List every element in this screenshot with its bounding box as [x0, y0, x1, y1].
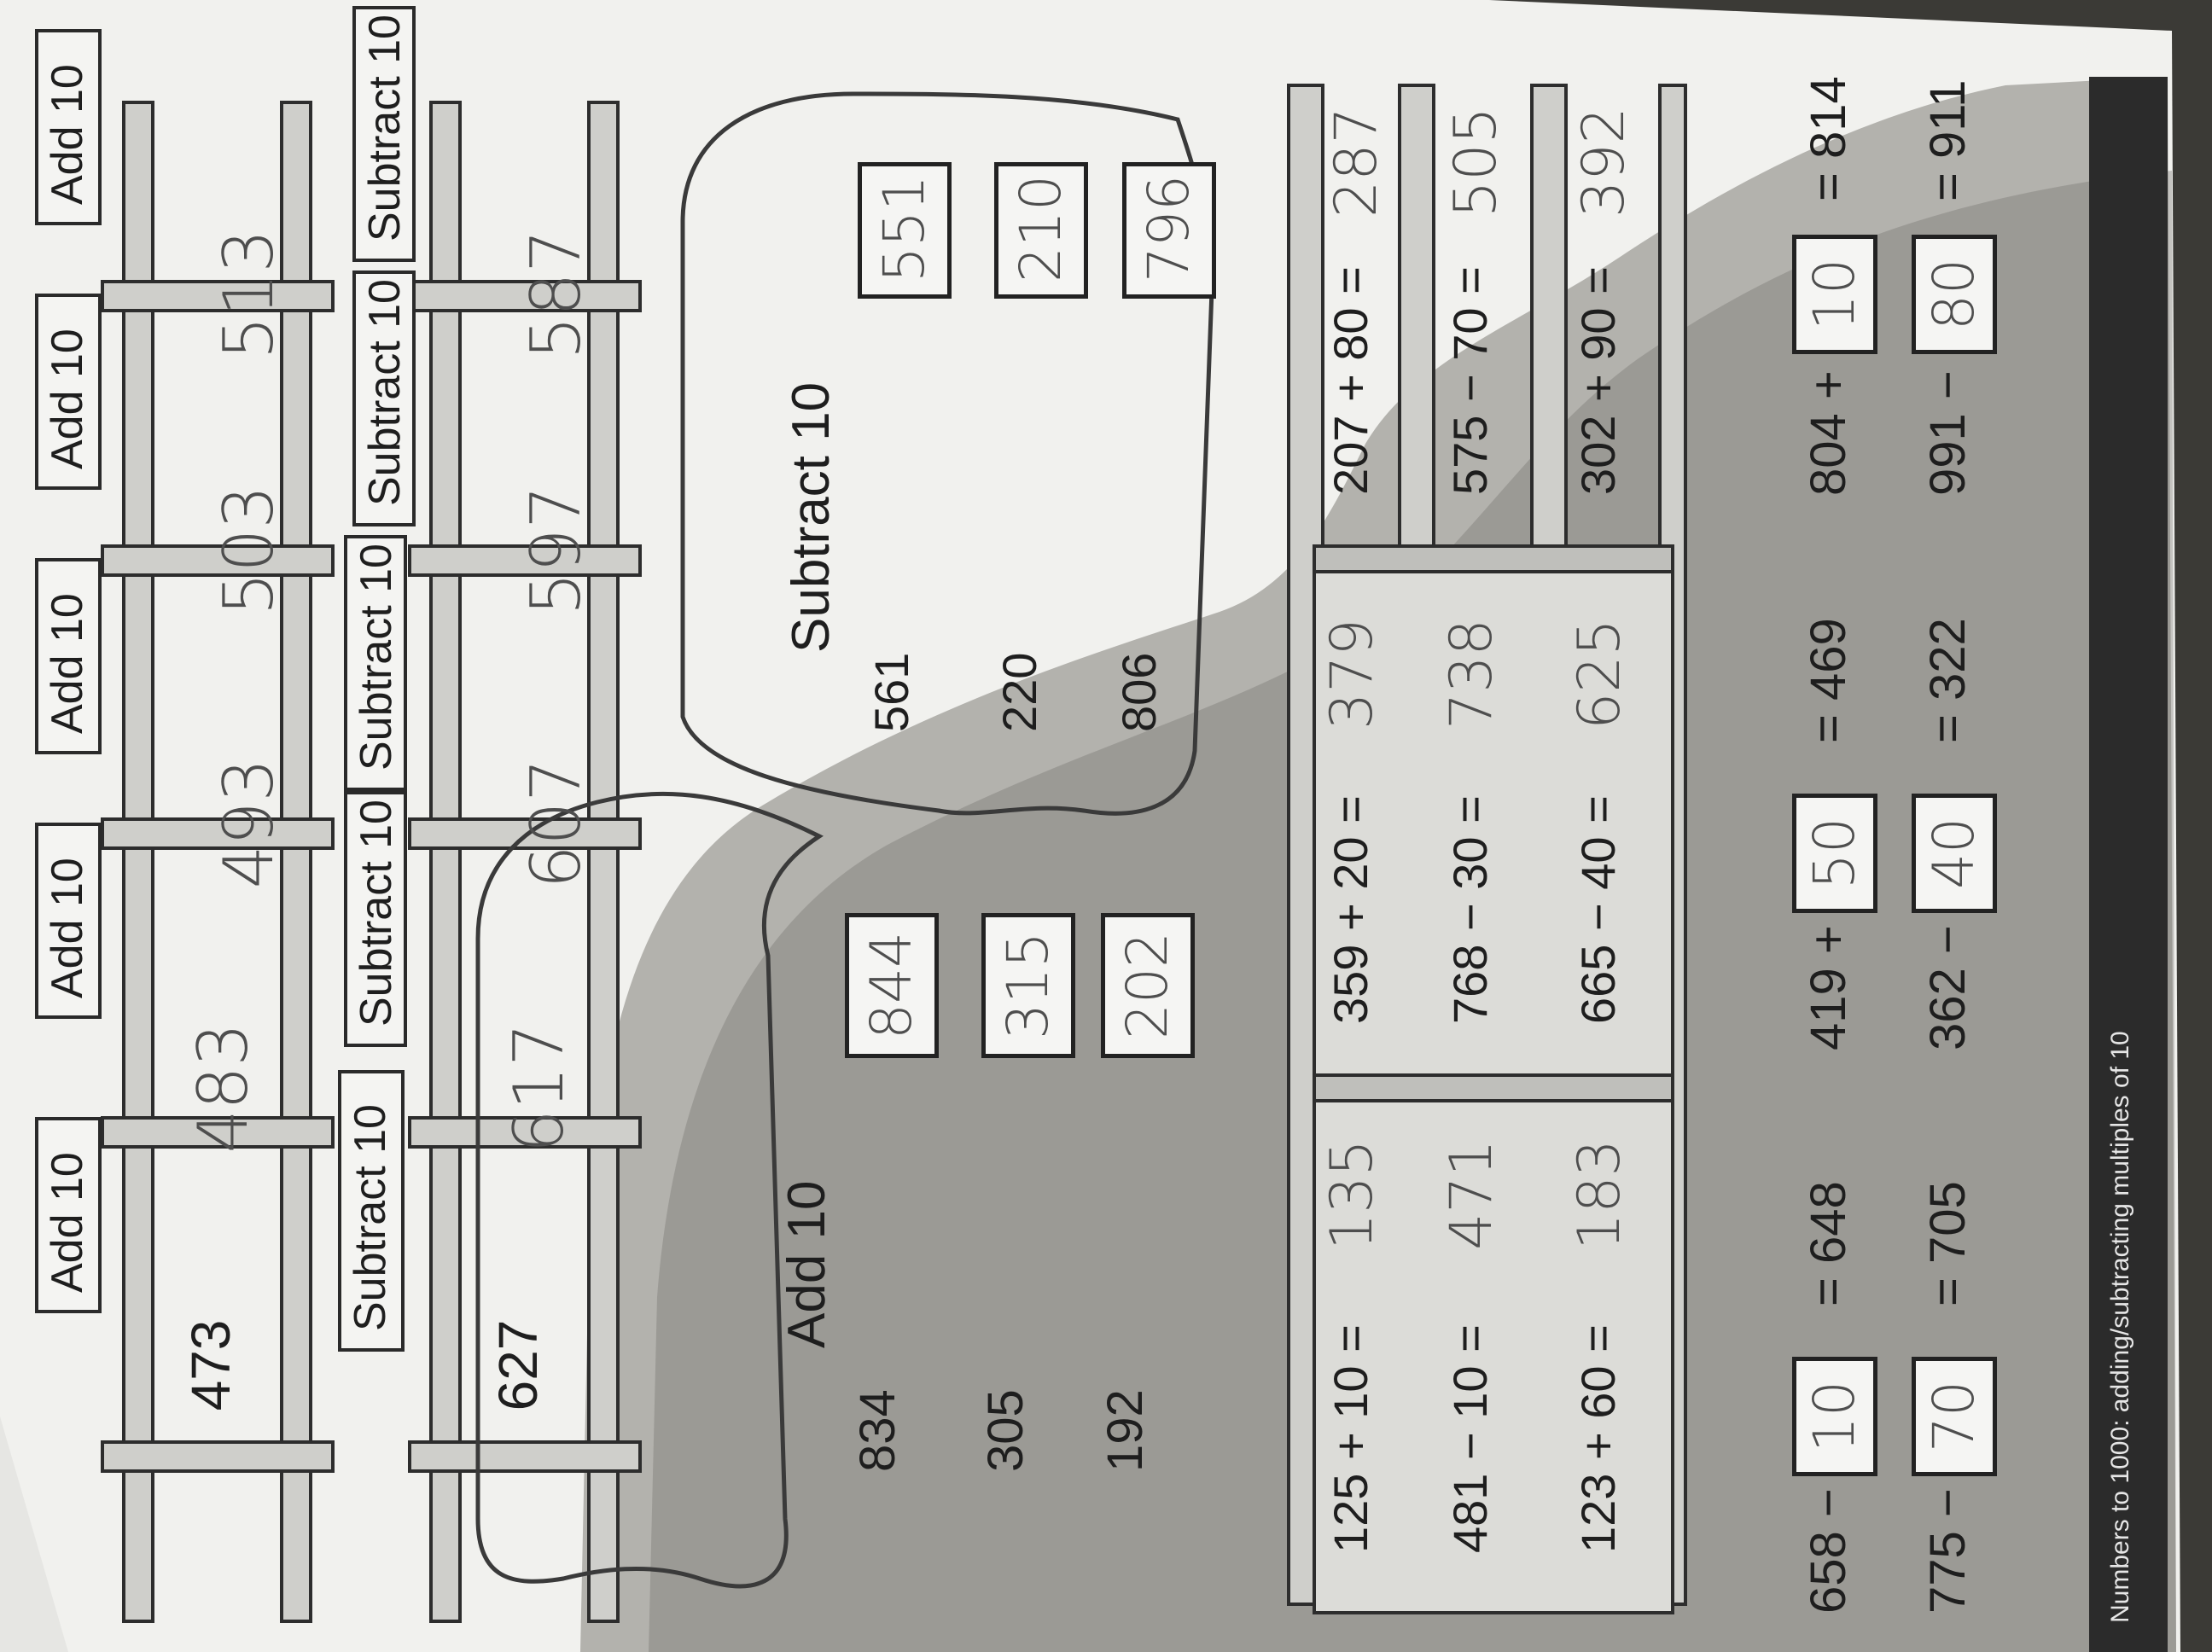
subtract-ladder-value-3: 607: [516, 758, 596, 889]
missing-4-answer[interactable]: 70: [1912, 1357, 1997, 1476]
add-ladder-value-1: 473: [180, 1319, 242, 1411]
add-ladder: [101, 101, 335, 1623]
equation-2-answer[interactable]: 379: [1318, 619, 1386, 730]
missing-1-answer[interactable]: 10: [1792, 1357, 1877, 1476]
subtract-panel-input-3: 806: [1112, 652, 1166, 732]
add-panel-output-1[interactable]: 844: [845, 913, 939, 1058]
add-ladder-value-3: 493: [209, 758, 288, 889]
equation-7-answer[interactable]: 183: [1566, 1139, 1633, 1250]
missing-6-result: = 911: [1920, 79, 1976, 201]
footer-bar: [2089, 77, 2168, 1652]
equation-3-answer[interactable]: 287: [1323, 107, 1390, 218]
equation-8-answer[interactable]: 625: [1566, 619, 1633, 730]
equation-2-question: 359 + 20 =: [1324, 795, 1377, 1024]
add-panel-output-3[interactable]: 202: [1101, 913, 1195, 1058]
missing-2-prefix: 419 +: [1801, 925, 1856, 1050]
subtract-ladder-value-2: 617: [499, 1022, 579, 1154]
add-panel-outline: [475, 791, 824, 1589]
add-ladder-label-2: Add 10: [35, 823, 102, 1019]
add-ladder-label-1: Add 10: [35, 1117, 102, 1313]
subtract-panel-input-2: 220: [992, 652, 1046, 732]
equation-6-question: 575 − 70 =: [1443, 266, 1497, 495]
equation-4-answer[interactable]: 471: [1438, 1139, 1505, 1250]
add-panel-input-1: 834: [850, 1389, 905, 1472]
subtract-ladder-label-1: Subtract 10: [338, 1070, 405, 1352]
missing-4-prefix: 775 −: [1920, 1488, 1976, 1614]
add-ladder-value-5: 513: [209, 229, 288, 360]
equation-1-answer[interactable]: 135: [1318, 1139, 1386, 1250]
equation-9-question: 302 + 90 =: [1571, 266, 1625, 495]
subtract-ladder: [408, 101, 642, 1623]
equation-3-question: 207 + 80 =: [1324, 266, 1377, 495]
subtract-ladder-label-3: Subtract 10: [344, 535, 407, 791]
subtract-ladder-label-5: Subtract 10: [352, 6, 416, 262]
add-ladder-label-4: Add 10: [35, 294, 102, 490]
equation-fence: [1287, 84, 1687, 1614]
missing-4-result: = 705: [1920, 1181, 1976, 1306]
add-panel-input-2: 305: [978, 1389, 1033, 1472]
missing-6-prefix: 991 −: [1920, 370, 1976, 496]
subtract-panel-output-2[interactable]: 210: [994, 162, 1088, 299]
subtract-ladder-label-4: Subtract 10: [352, 270, 416, 526]
add-ladder-label-5: Add 10: [35, 29, 102, 225]
missing-3-prefix: 804 +: [1801, 370, 1856, 496]
subtract-ladder-value-5: 587: [516, 229, 596, 360]
subtract-panel-output-1[interactable]: 551: [858, 162, 952, 299]
footer-text: Numbers to 1000: adding/subtracting mult…: [2106, 1031, 2134, 1623]
add-panel-title: Add 10: [777, 1180, 836, 1348]
subtract-panel-title: Subtract 10: [782, 381, 841, 653]
equation-9-answer[interactable]: 392: [1570, 107, 1638, 218]
missing-5-answer[interactable]: 40: [1912, 794, 1997, 913]
missing-5-result: = 322: [1920, 618, 1976, 743]
equation-1-question: 125 + 10 =: [1324, 1324, 1377, 1553]
add-panel-input-3: 192: [1097, 1389, 1153, 1472]
equation-8-question: 665 − 40 =: [1571, 795, 1625, 1024]
missing-1-result: = 648: [1801, 1181, 1856, 1306]
add-ladder-value-2: 483: [183, 1022, 263, 1154]
subtract-ladder-value-1: 627: [487, 1319, 549, 1411]
missing-1-prefix: 658 −: [1801, 1488, 1856, 1614]
equation-5-question: 768 − 30 =: [1443, 795, 1497, 1024]
add-ladder-value-4: 503: [209, 485, 288, 616]
equation-7-question: 123 + 60 =: [1571, 1324, 1625, 1553]
equation-6-answer[interactable]: 505: [1442, 107, 1510, 218]
add-ladder-label-3: Add 10: [35, 558, 102, 754]
subtract-panel-output-3[interactable]: 796: [1122, 162, 1216, 299]
missing-2-result: = 469: [1801, 618, 1856, 743]
equation-5-answer[interactable]: 738: [1438, 619, 1505, 730]
subtract-ladder-label-2: Subtract 10: [344, 791, 407, 1047]
missing-6-answer[interactable]: 80: [1912, 235, 1997, 354]
add-panel-output-2[interactable]: 315: [981, 913, 1075, 1058]
subtract-panel-outline: [680, 91, 1214, 816]
missing-5-prefix: 362 −: [1920, 925, 1976, 1050]
subtract-ladder-value-4: 597: [516, 485, 596, 616]
missing-3-result: = 814: [1801, 76, 1856, 201]
equation-4-question: 481 − 10 =: [1443, 1324, 1497, 1553]
missing-2-answer[interactable]: 50: [1792, 794, 1877, 913]
subtract-panel-input-1: 561: [864, 652, 918, 732]
missing-3-answer[interactable]: 10: [1792, 235, 1877, 354]
